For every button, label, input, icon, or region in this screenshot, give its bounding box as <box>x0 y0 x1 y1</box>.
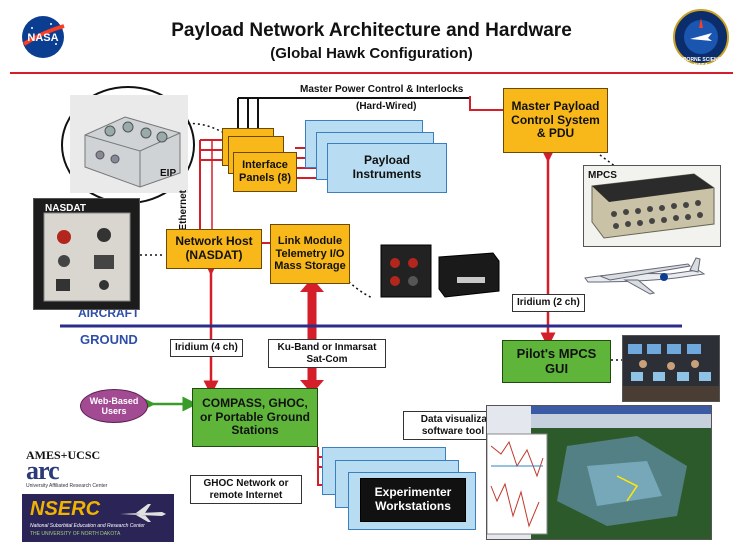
ethernet-label: Ethernet <box>178 190 189 231</box>
hard-wired-label: (Hard-Wired) <box>356 101 417 112</box>
mpcs-label: MPCS <box>588 170 617 181</box>
lm-disk-photo <box>373 235 503 305</box>
lm-disk-label: LM + Disk <box>436 240 483 251</box>
eip-label: EIP <box>160 168 177 179</box>
global-hawk-aircraft <box>580 250 710 300</box>
ku-band-label: Ku-Band or Inmarsat Sat-Com <box>268 339 386 368</box>
ames-ucsc-arc-logo: AMES+UCSC arc University Affiliated Rese… <box>20 448 140 490</box>
web-based-users-oval[interactable]: Web-Based Users <box>80 389 148 423</box>
arc-text: arc <box>26 456 60 485</box>
ghoc-network-label: GHOC Network or remote Internet <box>190 475 302 504</box>
iridium-2ch-label: Iridium (2 ch) <box>512 294 585 312</box>
eip-photo <box>70 95 188 193</box>
payload-instruments-box[interactable]: Payload Instruments <box>327 143 447 193</box>
nserc-jet-icon <box>120 504 166 522</box>
nasdat-photo-label: NASDAT <box>45 203 86 214</box>
airborne-science-logo: AIRBORNE SCIENCE · NASA <box>672 8 730 69</box>
interface-panels-box[interactable]: Interface Panels (8) <box>233 152 297 192</box>
ames-ucsc-text: AMES+UCSC <box>26 448 101 462</box>
iridium-4ch-label: Iridium (4 ch) <box>170 339 243 357</box>
pilots-mpcs-gui-box[interactable]: Pilot's MPCS GUI <box>502 340 611 383</box>
experimenter-workstations-box[interactable]: Experimenter Workstations <box>360 478 466 522</box>
nasa-logo-text: NASA <box>27 32 58 44</box>
nserc-logo: NSERC National Suborbital Education and … <box>22 494 174 542</box>
control-room-photo <box>622 335 720 402</box>
compass-ghoc-box[interactable]: COMPASS, GHOC, or Portable Ground Statio… <box>192 388 318 447</box>
master-payload-control-box[interactable]: Master Payload Control System & PDU <box>503 88 608 153</box>
master-power-label: Master Power Control & Interlocks <box>300 84 464 95</box>
nserc-sub2-text: THE UNIVERSITY OF NORTH DAKOTA <box>30 531 121 537</box>
mpcs-photo <box>583 165 721 247</box>
page-subtitle: (Global Hawk Configuration) <box>270 45 473 62</box>
header-divider <box>10 72 733 74</box>
arc-sub-text: University Affiliated Research Center <box>26 483 108 489</box>
link-module-box[interactable]: Link Module Telemetry I/O Mass Storage <box>270 224 350 284</box>
nasdat-photo <box>33 198 140 310</box>
data-visualization-screenshot <box>486 405 712 540</box>
network-host-box[interactable]: Network Host (NASDAT) <box>166 229 262 269</box>
ground-section-label: GROUND <box>80 332 138 347</box>
nserc-text: NSERC <box>30 498 101 520</box>
nserc-sub-text: National Suborbital Education and Resear… <box>30 523 145 529</box>
page-title: Payload Network Architecture and Hardwar… <box>171 20 572 41</box>
airborne-science-logo-text: AIRBORNE SCIENCE · NASA <box>674 57 728 69</box>
nasa-logo: NASA <box>18 14 68 60</box>
